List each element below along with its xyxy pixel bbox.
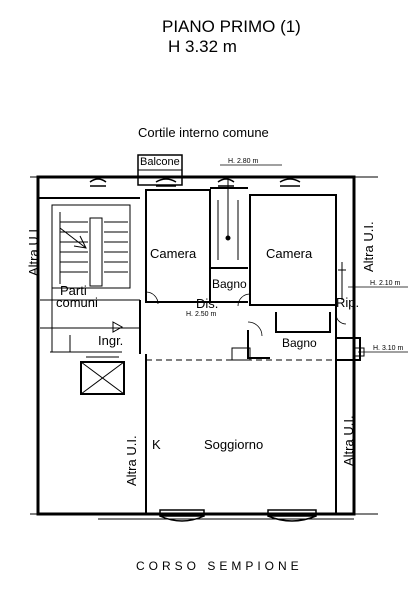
room-soggiorno: Soggiorno (204, 437, 264, 452)
room-camera-right: Camera (266, 246, 313, 261)
height-label-250: H. 2.50 m (186, 311, 217, 318)
room-k: K (152, 437, 161, 452)
label-parti: Parti (60, 283, 87, 298)
street-label: CORSO SEMPIONE (136, 559, 303, 573)
windows-courtyard (89, 178, 301, 187)
outer-walls (30, 175, 378, 520)
courtyard-label: Cortile interno comune (138, 125, 269, 140)
room-ingr: Ingr. (98, 333, 124, 348)
height-leaders (220, 164, 408, 353)
room-bagno-lower: Bagno (282, 336, 317, 350)
room-bagno-upper: Bagno (212, 277, 247, 291)
neighbour-right-upper: Altra U.I. (361, 221, 376, 272)
neighbour-right-lower: Altra U.I. (341, 415, 356, 466)
room-balcone: Balcone (140, 156, 180, 168)
plan-title: PIANO PRIMO (1) (162, 17, 301, 36)
ventilation-shaft (217, 178, 239, 260)
height-label-210: H. 2.10 m (370, 280, 401, 287)
room-dis: Dis. (196, 296, 219, 311)
label-comuni: comuni (56, 295, 98, 310)
plan-height: H 3.32 m (168, 37, 237, 56)
neighbour-left-lower: Altra U.I. (124, 435, 139, 486)
neighbour-left-upper: Altra U.I. (26, 225, 41, 276)
balcony (137, 154, 183, 186)
height-label-310: H. 3.10 m (373, 345, 404, 352)
room-camera-left: Camera (150, 246, 197, 261)
windows-street (159, 509, 317, 522)
room-rip: Rip. (336, 295, 360, 310)
height-label-280: H. 2.80 m (228, 158, 259, 165)
interior-walls (139, 187, 361, 514)
door-arcs (145, 291, 347, 337)
stair-zone (38, 197, 140, 395)
